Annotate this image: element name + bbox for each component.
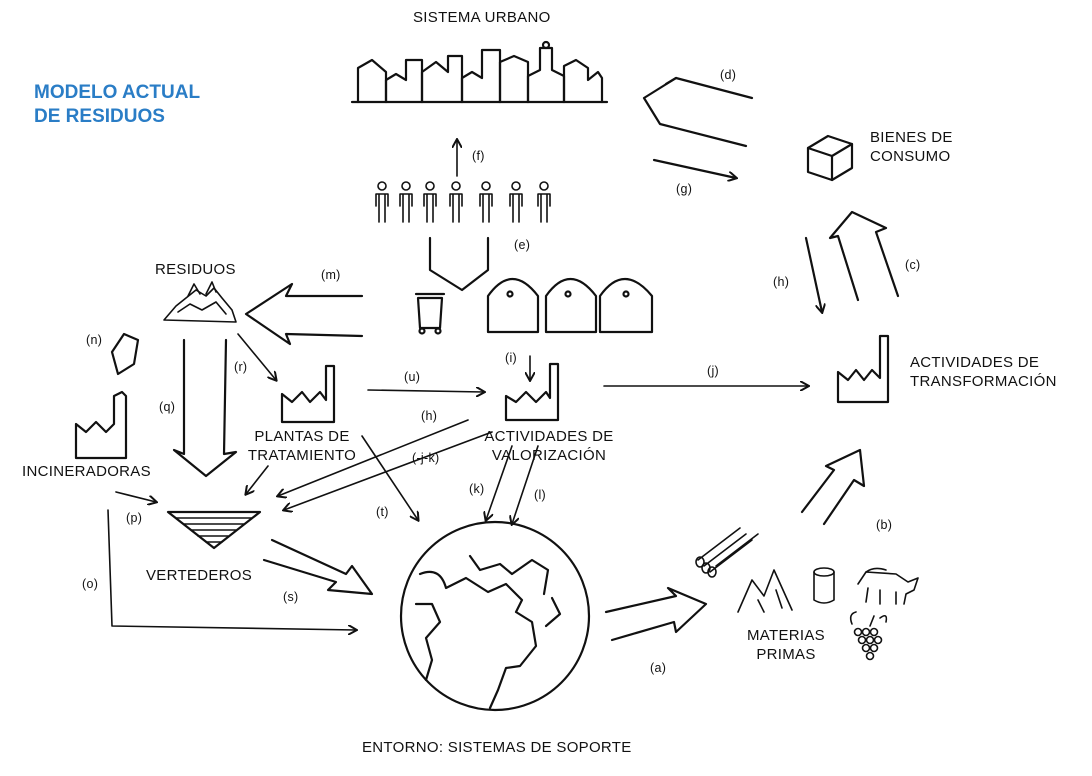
arrow-q xyxy=(172,338,238,478)
arrow-e xyxy=(428,236,490,292)
trash-bin-icon xyxy=(414,292,446,335)
arrow-jk xyxy=(284,431,493,510)
waste-pile-icon xyxy=(163,281,237,323)
label-plantas-tratamiento: PLANTAS DE TRATAMIENTO xyxy=(247,428,357,464)
arrow-u xyxy=(367,390,484,392)
label-entorno: ENTORNO: SISTEMAS DE SOPORTE xyxy=(362,739,632,756)
flow-label-m: (m) xyxy=(321,268,341,282)
flow-label-k: (k) xyxy=(469,482,485,496)
flow-label-b: (b) xyxy=(876,518,893,532)
flow-label-t: (t) xyxy=(376,505,389,519)
arrow-h-right xyxy=(804,236,822,312)
flow-label-q: (q) xyxy=(159,400,176,414)
flow-label-p: (p) xyxy=(126,511,143,525)
flow-label-a: (a) xyxy=(650,661,667,675)
flow-label-l: (l) xyxy=(534,488,547,502)
bull-icon xyxy=(857,567,919,605)
arrow-a xyxy=(604,586,708,642)
arrow-l xyxy=(512,445,539,524)
flow-label-f: (f) xyxy=(472,149,485,163)
barrel-icon xyxy=(813,567,835,604)
flow-label-d: (d) xyxy=(720,68,737,82)
flow-label-c: (c) xyxy=(905,258,921,272)
logs-icon xyxy=(695,527,759,578)
arrow-g xyxy=(652,158,736,178)
arrow-b xyxy=(800,448,866,526)
flow-label-g: (g) xyxy=(676,182,693,196)
people-icon xyxy=(375,181,551,223)
landfill-icon xyxy=(166,510,262,550)
pentagon-shape-icon xyxy=(110,332,140,376)
flow-label-u: (u) xyxy=(404,370,421,384)
flow-label-s: (s) xyxy=(283,590,299,604)
label-sistema-urbano: SISTEMA URBANO xyxy=(413,9,551,26)
flow-label-h-right: (h) xyxy=(773,275,790,289)
label-incineradoras: INCINERADORAS xyxy=(22,463,151,480)
factory-icon xyxy=(504,362,560,422)
grapes-icon xyxy=(849,611,888,661)
flow-label-h-mid: (h) xyxy=(421,409,438,423)
label-vertederos: VERTEDEROS xyxy=(146,567,253,584)
flow-label-i: (i) xyxy=(505,351,518,365)
factory-icon xyxy=(836,334,890,404)
mountains-icon xyxy=(737,569,793,613)
city-skyline-icon xyxy=(350,40,609,104)
recycling-container-icon xyxy=(486,278,654,334)
arrow-s xyxy=(262,538,374,596)
flow-label-jk: (-j-k) xyxy=(412,451,440,465)
arrow-m xyxy=(244,282,364,346)
arrow-k xyxy=(486,445,513,520)
label-residuos: RESIDUOS xyxy=(155,261,236,278)
arrow-t xyxy=(361,435,418,520)
factory-icon xyxy=(74,390,128,460)
flow-label-r: (r) xyxy=(234,360,248,374)
arrow-c xyxy=(828,210,900,302)
box-icon xyxy=(806,134,854,182)
flow-label-o: (o) xyxy=(82,577,99,591)
flow-label-e: (e) xyxy=(514,238,531,252)
arrow-p xyxy=(115,491,156,502)
label-bienes-de-consumo: BIENES DE CONSUMO xyxy=(870,129,953,165)
title-line-1: MODELO ACTUAL xyxy=(34,82,201,103)
label-materias-primas: MATERIAS PRIMAS xyxy=(747,627,825,663)
arrow-plantas-vertedero xyxy=(246,465,269,494)
globe-icon xyxy=(399,520,591,712)
arrow-r xyxy=(237,333,276,380)
flow-label-n: (n) xyxy=(86,333,103,347)
arrow-o xyxy=(107,509,356,630)
flow-label-j: (j) xyxy=(707,364,720,378)
label-actividades-transformacion: ACTIVIDADES DE TRANSFORMACIÓN xyxy=(910,354,1057,390)
diagram-title: MODELO ACTUAL DE RESIDUOS xyxy=(34,81,200,129)
title-line-2: DE RESIDUOS xyxy=(34,106,165,127)
label-actividades-valorizacion: ACTIVIDADES DE VALORIZACIÓN xyxy=(484,428,614,464)
factory-icon xyxy=(280,364,336,424)
arrow-d xyxy=(642,76,754,148)
arrow-h-mid xyxy=(278,419,469,496)
